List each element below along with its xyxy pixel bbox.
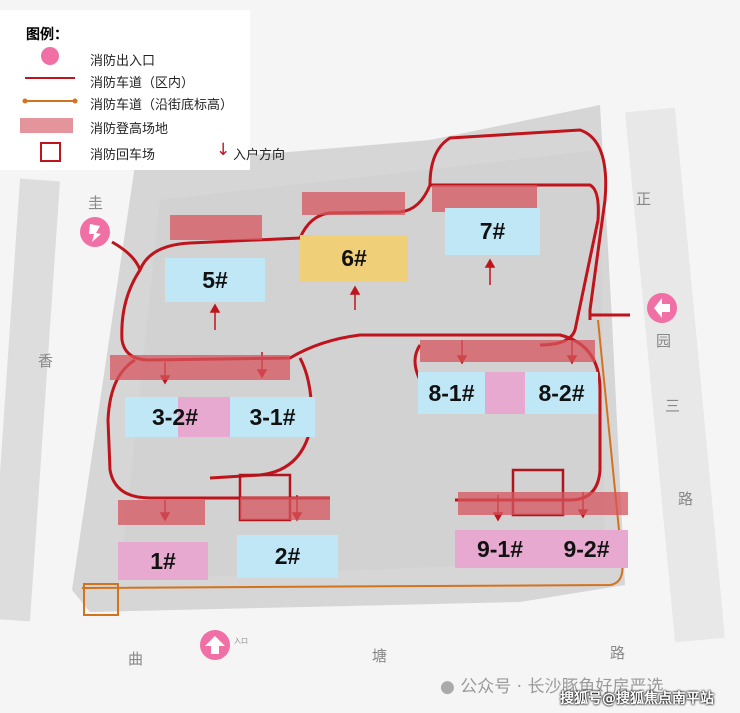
building-3-link — [178, 397, 230, 437]
fire-pad — [432, 185, 537, 212]
fire-pad — [302, 192, 405, 215]
road-label: 路 — [678, 490, 694, 508]
fire-entrance-icon — [80, 217, 110, 247]
legend-title: 图例： — [26, 27, 68, 43]
building-1: 1# — [118, 542, 208, 580]
building-3-2: 3-2# — [151, 403, 199, 430]
building-8-1: 8-1# — [418, 372, 485, 414]
watermark-text: 公众号 · 长沙豚鱼好房严选 — [460, 677, 664, 697]
road-label: 曲 — [128, 650, 144, 668]
square-icon — [40, 142, 61, 162]
building-5: 5# — [165, 258, 265, 302]
building-2: 2# — [237, 535, 338, 578]
road-label: 路 — [610, 644, 626, 662]
legend-item: 消防车道（沿街底标高） — [90, 98, 234, 113]
red-pad-icon — [20, 118, 73, 133]
legend: 图例： 消防出入口 消防车道（区内） 消防车道（沿街底标高） 消防登高场地 消防… — [0, 10, 285, 170]
building-9-1: 9-1# — [455, 530, 545, 568]
wechat-icon: ● — [440, 677, 455, 697]
legend-item: 入户方向 — [233, 148, 286, 163]
watermark-sohu: 搜狐号@搜狐焦点南平站 — [560, 691, 714, 707]
building-9-2: 9-2# — [545, 530, 628, 568]
road-label: 香 — [38, 352, 54, 370]
building-6: 6# — [300, 235, 408, 282]
fire-entrance-icon — [200, 630, 230, 660]
building-3-2-blue — [125, 397, 178, 437]
road-label: 圭 — [88, 194, 104, 212]
road-label: 正 — [636, 190, 652, 208]
building-8-2: 8-2# — [525, 372, 598, 414]
entrance-label: 入口 — [234, 637, 248, 645]
road-label: 塘 — [372, 647, 388, 665]
legend-item: 消防车道（区内） — [90, 76, 195, 91]
fire-pad — [420, 340, 595, 362]
legend-item: 消防回车场 — [90, 148, 156, 163]
building-7: 7# — [445, 208, 540, 255]
legend-item: 消防出入口 — [90, 54, 156, 69]
building-8-link — [485, 372, 525, 414]
turnaround-square — [83, 583, 119, 616]
legend-icons — [20, 47, 78, 162]
watermark-wechat: ● 公众号 · 长沙豚鱼好房严选 — [440, 672, 663, 697]
building-3-1: 3-1# — [230, 397, 315, 437]
down-arrow-icon: ↓ — [216, 140, 231, 160]
fire-entrance-icon — [647, 293, 677, 323]
fire-pad — [118, 500, 205, 525]
fire-pad — [170, 215, 262, 240]
road-label: 三 — [665, 397, 681, 415]
fire-pad — [110, 355, 290, 380]
fire-pad — [458, 492, 628, 515]
fire-entrance-icon — [41, 47, 59, 65]
legend-item: 消防登高场地 — [90, 122, 169, 137]
fire-pad — [240, 497, 330, 520]
road-label: 园 — [656, 332, 672, 350]
